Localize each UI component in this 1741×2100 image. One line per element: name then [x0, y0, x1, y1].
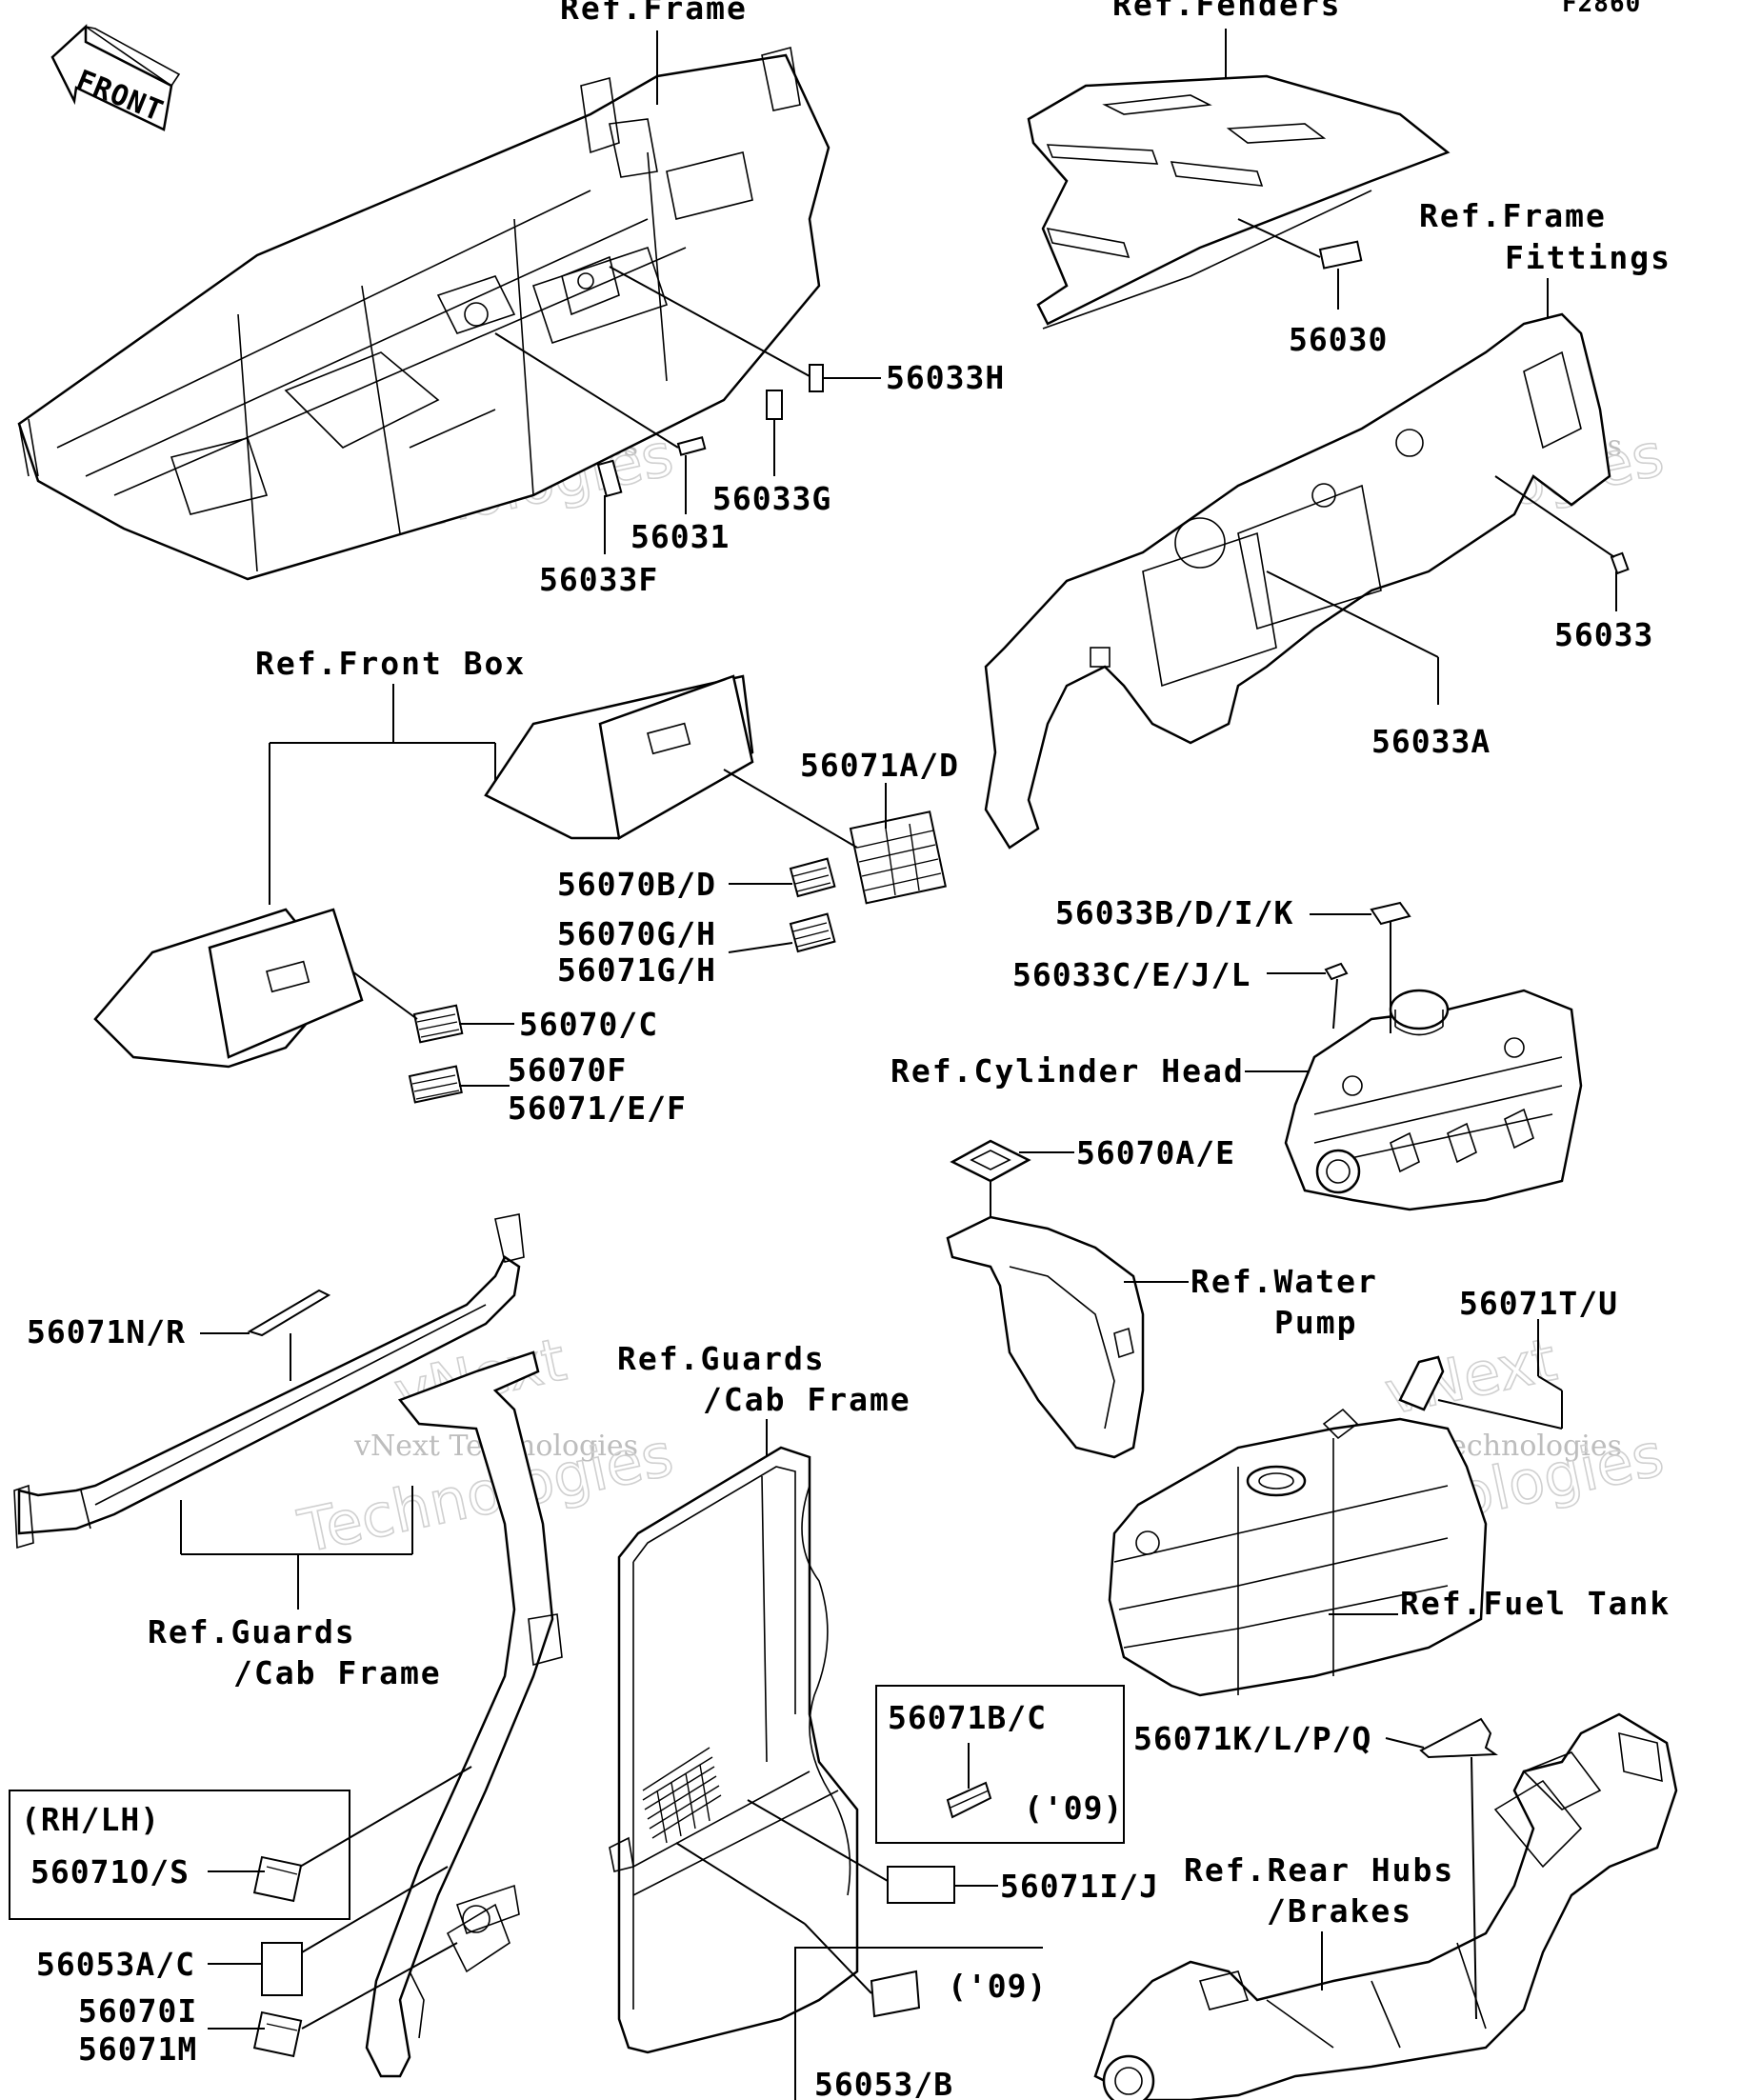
part-56033CEJL: 56033C/E/J/L	[1012, 956, 1251, 993]
part-56071OS: 56071O/S	[30, 1853, 190, 1890]
decal-56070GH	[789, 912, 836, 953]
part-56071BC: 56071B/C	[888, 1699, 1047, 1736]
part-56071NR: 56071N/R	[27, 1313, 186, 1350]
part-56071M: 56071M	[78, 2030, 197, 2068]
ref-frame-fittings-label-1: Ref.Frame	[1419, 197, 1607, 234]
decal-56031	[676, 436, 707, 456]
part-56070C: 56070/C	[519, 1006, 658, 1043]
decal-56070F	[408, 1065, 463, 1104]
decal-56070C	[412, 1004, 464, 1044]
ref-fenders-label: Ref.Fenders	[1112, 0, 1342, 23]
fuel-tank-illustration	[1108, 1355, 1488, 1697]
ref-guards-center-label-2: /Cab Frame	[703, 1381, 911, 1418]
frame-illustration	[17, 47, 830, 581]
front-arrow-icon: FRONT	[50, 24, 181, 131]
decal-56033	[1610, 551, 1630, 575]
cylinder-head-illustration	[1284, 989, 1583, 1211]
front-box-upper-illustration	[484, 674, 754, 840]
part-56033A: 56033A	[1371, 723, 1491, 760]
guard-bar-illustration	[13, 1213, 525, 1550]
part-56031: 56031	[630, 518, 730, 555]
part-56033: 56033	[1554, 616, 1653, 653]
part-56053B: 56053/B	[814, 2066, 953, 2100]
part-56071EF: 56071/E/F	[508, 1090, 687, 1127]
part-56071TU: 56071T/U	[1459, 1285, 1618, 1322]
decal-56033H	[809, 364, 824, 392]
part-56053B-box	[794, 1947, 1043, 2100]
water-pump-illustration	[946, 1215, 1145, 1459]
ref-rear-hubs-label-1: Ref.Rear Hubs	[1184, 1851, 1454, 1889]
decal-56030	[1318, 240, 1363, 270]
decal-56033F	[596, 459, 623, 498]
decal-56033BDIK	[1370, 901, 1411, 926]
part-56070BD: 56070B/D	[557, 866, 716, 903]
part-56070AE: 56070A/E	[1076, 1134, 1235, 1171]
decal-56071IJ	[887, 1866, 955, 1904]
rhlh-label: (RH/LH)	[21, 1801, 160, 1838]
decal-56071NR	[247, 1289, 331, 1337]
frame-fittings-illustration	[984, 312, 1611, 850]
ref-frame-label: Ref.Frame	[560, 0, 748, 27]
decal-56070BD	[789, 857, 836, 898]
decal-56071AD	[849, 810, 947, 905]
part-56071IJ: 56071I/J	[1000, 1868, 1159, 1905]
decal-56053AC	[261, 1942, 303, 1996]
ref-rear-hubs-label-2: /Brakes	[1267, 1892, 1412, 1930]
part-56053B-note: ('09)	[948, 1968, 1047, 2005]
ref-water-pump-label-1: Ref.Water	[1191, 1263, 1378, 1300]
ref-fuel-tank-label: Ref.Fuel Tank	[1400, 1585, 1671, 1622]
roll-bar-illustration	[365, 1350, 563, 2078]
part-56070I: 56070I	[78, 1992, 197, 2030]
decal-56071OS	[252, 1855, 303, 1903]
svg-text:vNext: vNext	[1379, 1325, 1562, 1429]
part-56071KLPQ: 56071K/L/P/Q	[1133, 1720, 1371, 1757]
part-56071BC-note: ('09)	[1024, 1790, 1123, 1827]
ref-guards-left-label-1: Ref.Guards	[148, 1613, 356, 1650]
part-56033G: 56033G	[712, 480, 831, 517]
part-56033BDIK: 56033B/D/I/K	[1055, 894, 1293, 931]
part-56070F: 56070F	[508, 1051, 627, 1089]
decal-56033G	[766, 390, 783, 420]
part-56071BC-box	[875, 1685, 1125, 1844]
decal-56070I-56071M	[252, 2010, 303, 2058]
ref-cylinder-head-label: Ref.Cylinder Head	[891, 1052, 1245, 1090]
part-56071GH: 56071G/H	[557, 951, 716, 989]
decal-56070AE	[950, 1139, 1031, 1183]
part-56033H: 56033H	[886, 359, 1005, 396]
rear-hubs-illustration	[1093, 1712, 1678, 2100]
rhlh-box	[9, 1790, 350, 1920]
ref-front-box-label: Ref.Front Box	[255, 645, 526, 682]
decal-56033CEJL	[1324, 962, 1349, 981]
part-56053AC: 56053A/C	[36, 1946, 195, 1983]
cab-frame-illustration	[609, 1446, 859, 2054]
front-box-lower-illustration	[93, 908, 364, 1069]
diagram-code: F2860	[1562, 0, 1641, 18]
decal-56053B	[870, 1970, 921, 2018]
ref-water-pump-label-2: Pump	[1274, 1304, 1357, 1341]
ref-frame-fittings-label-2: Fittings	[1505, 239, 1671, 276]
part-56071AD: 56071A/D	[800, 747, 959, 784]
part-56070GH: 56070G/H	[557, 915, 716, 952]
fenders-illustration	[1027, 74, 1451, 330]
part-56033F: 56033F	[539, 561, 658, 598]
decal-56071KLPQ	[1419, 1717, 1498, 1759]
ref-guards-left-label-2: /Cab Frame	[233, 1654, 442, 1691]
part-56030: 56030	[1289, 321, 1388, 358]
decal-56071BC	[946, 1781, 992, 1819]
ref-guards-center-label-1: Ref.Guards	[617, 1340, 826, 1377]
